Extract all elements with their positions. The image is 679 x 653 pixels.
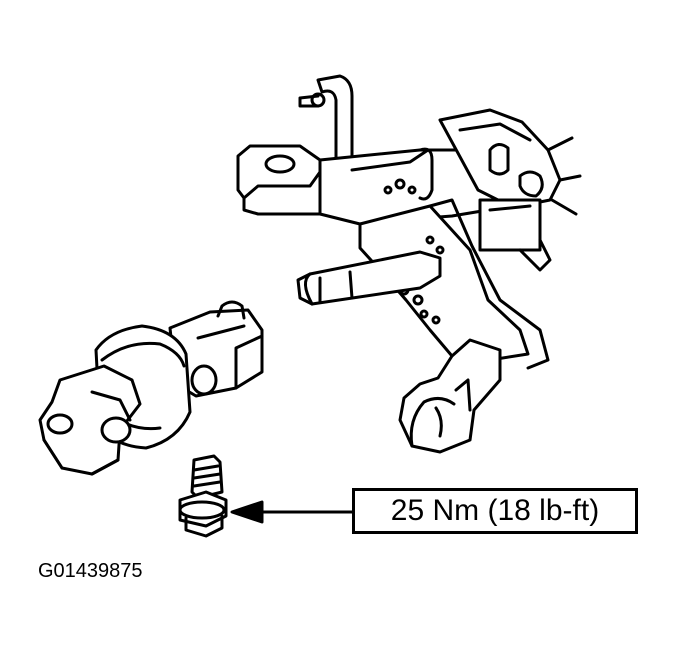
flange-bolt-icon (178, 454, 228, 538)
torque-callout: 25 Nm (18 lb-ft) (352, 488, 638, 534)
figure-id: G01439875 (38, 560, 143, 582)
universal-joint-icon (38, 300, 264, 476)
left-arrow-icon (230, 500, 354, 524)
steering-column-bracket-icon (236, 74, 582, 454)
